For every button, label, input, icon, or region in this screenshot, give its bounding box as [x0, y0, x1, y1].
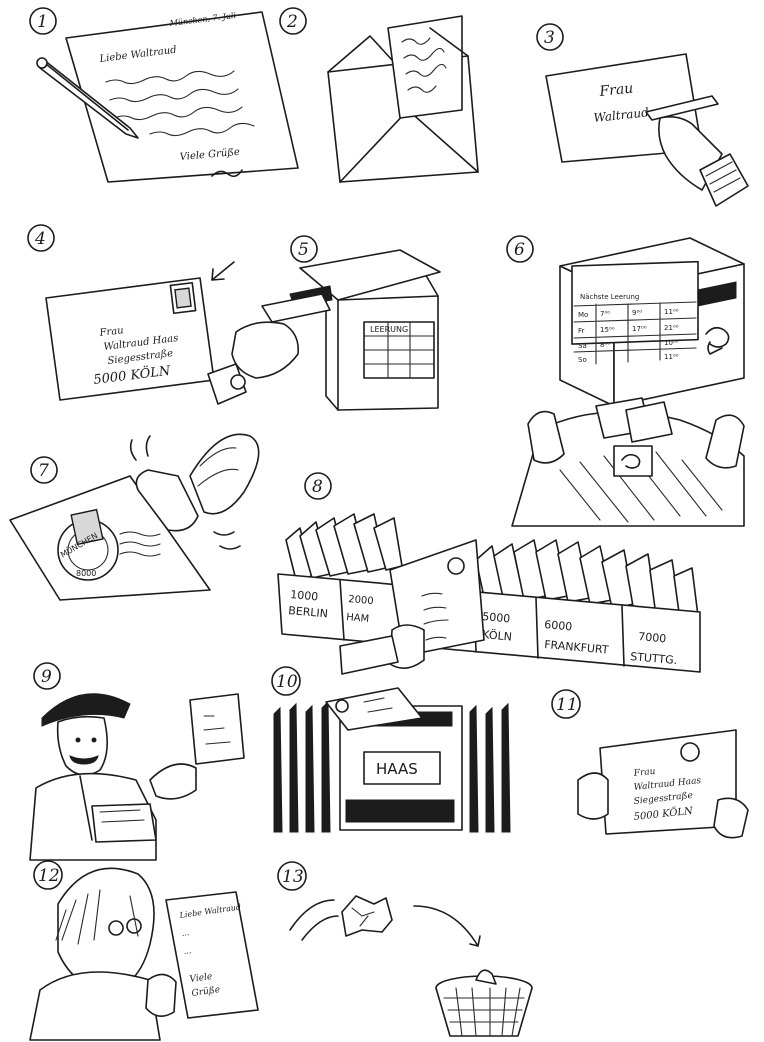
panel-5: 5 LEERUNG: [208, 236, 440, 410]
svg-text:Mo: Mo: [578, 311, 588, 319]
svg-text:15⁰⁰: 15⁰⁰: [600, 326, 615, 334]
panel-number-3: 3: [537, 24, 563, 50]
svg-text:Sa: Sa: [578, 342, 587, 350]
svg-text:8⁰⁰: 8⁰⁰: [600, 341, 610, 349]
panel-number-9: 9: [34, 663, 60, 689]
collection-header: Nächste Leerung: [580, 293, 639, 301]
panel-number-5: 5: [291, 236, 317, 262]
panel-7: 7 MÜNCHEN 8000: [10, 434, 259, 600]
panel-number-8: 8: [305, 473, 331, 499]
bin-7000-code: 7000: [638, 630, 667, 645]
svg-text:21⁰⁰: 21⁰⁰: [664, 324, 679, 332]
panel-number-12: 12: [34, 861, 62, 889]
svg-text:11⁰⁰: 11⁰⁰: [664, 308, 679, 316]
svg-text:10⁰⁰: 10⁰⁰: [664, 339, 679, 347]
svg-text:4: 4: [34, 229, 46, 249]
letterbox-name: HAAS: [376, 760, 418, 778]
panel-number-1: 1: [30, 8, 56, 34]
svg-text:6: 6: [514, 240, 525, 260]
panel-number-11: 11: [552, 690, 580, 718]
svg-text:5: 5: [298, 240, 309, 260]
panel-9: 9: [30, 663, 244, 860]
panel-number-6: 6: [507, 236, 533, 262]
svg-text:7⁰⁰: 7⁰⁰: [600, 310, 610, 318]
panel-number-10: 10: [272, 667, 300, 695]
panel-11: 11 Frau Waltraud Haas Siegesstraße 5000 …: [552, 690, 748, 838]
svg-text:7: 7: [38, 461, 49, 481]
panel-12: 12 Liebe Waltraud ... ... Viele Grüße: [30, 861, 258, 1040]
svg-text:11: 11: [556, 695, 578, 715]
panel-4: 4 Frau Waltraud Haas Siegesstraße 5000 K…: [28, 225, 234, 400]
bin-5000-city: KÖLN: [482, 628, 513, 644]
svg-text:Fr: Fr: [578, 327, 585, 335]
svg-text:9: 9: [41, 667, 52, 687]
bin-2000-city: HAM: [346, 612, 370, 625]
postage-stamp: [170, 283, 195, 313]
reading-line2: ...: [181, 928, 190, 938]
carrier-letter: [190, 694, 244, 764]
svg-text:1: 1: [37, 12, 48, 32]
bin-2000-code: 2000: [348, 594, 374, 607]
panel-number-13: 13: [278, 862, 306, 890]
panel-2: 2: [280, 8, 478, 182]
svg-text:13: 13: [282, 867, 304, 887]
mail-carrier: [30, 694, 196, 860]
svg-text:12: 12: [38, 866, 60, 886]
envelope-open: [328, 16, 478, 182]
panel-number-7: 7: [31, 457, 57, 483]
svg-text:10: 10: [276, 672, 298, 692]
posting-hand: [208, 294, 330, 404]
reading-woman: [30, 868, 176, 1040]
panel-10: 10 HAAS: [272, 667, 510, 832]
mailbox-sign: LEERUNG: [370, 325, 408, 334]
svg-text:3: 3: [544, 28, 555, 48]
svg-text:9⁰⁰: 9⁰⁰: [632, 309, 642, 317]
reading-line3: ...: [183, 946, 192, 956]
panel-number-2: 2: [280, 8, 306, 34]
svg-text:2: 2: [286, 12, 298, 32]
crumpled-envelope: [342, 896, 392, 936]
svg-text:11⁰⁰: 11⁰⁰: [664, 353, 679, 361]
panel-1: 1 München, 7. Juli Liebe Waltraud Viele …: [30, 8, 298, 182]
panel-6: 6 Nächste Leerung Mo 7⁰⁰ 9⁰⁰ 11⁰⁰ Fr 15⁰…: [507, 236, 744, 526]
motion-lines-left: [290, 900, 338, 940]
street-mailbox: LEERUNG: [290, 250, 440, 410]
arrow-to-stamp: [212, 262, 234, 280]
bin-6000-code: 6000: [544, 618, 573, 633]
postmark-code: 8000: [76, 569, 96, 578]
motion-arrow: [414, 906, 480, 946]
bin-5000-code: 5000: [482, 610, 511, 625]
bin-1000-code: 1000: [290, 588, 319, 603]
panel-13: 13: [278, 862, 532, 1036]
svg-text:17⁰⁰: 17⁰⁰: [632, 325, 647, 333]
wastebasket: [436, 970, 532, 1036]
svg-text:So: So: [578, 356, 587, 364]
svg-text:8: 8: [312, 477, 323, 497]
panel-number-4: 4: [28, 225, 54, 251]
panel-3: 3 Frau Waltraud: [537, 24, 748, 206]
